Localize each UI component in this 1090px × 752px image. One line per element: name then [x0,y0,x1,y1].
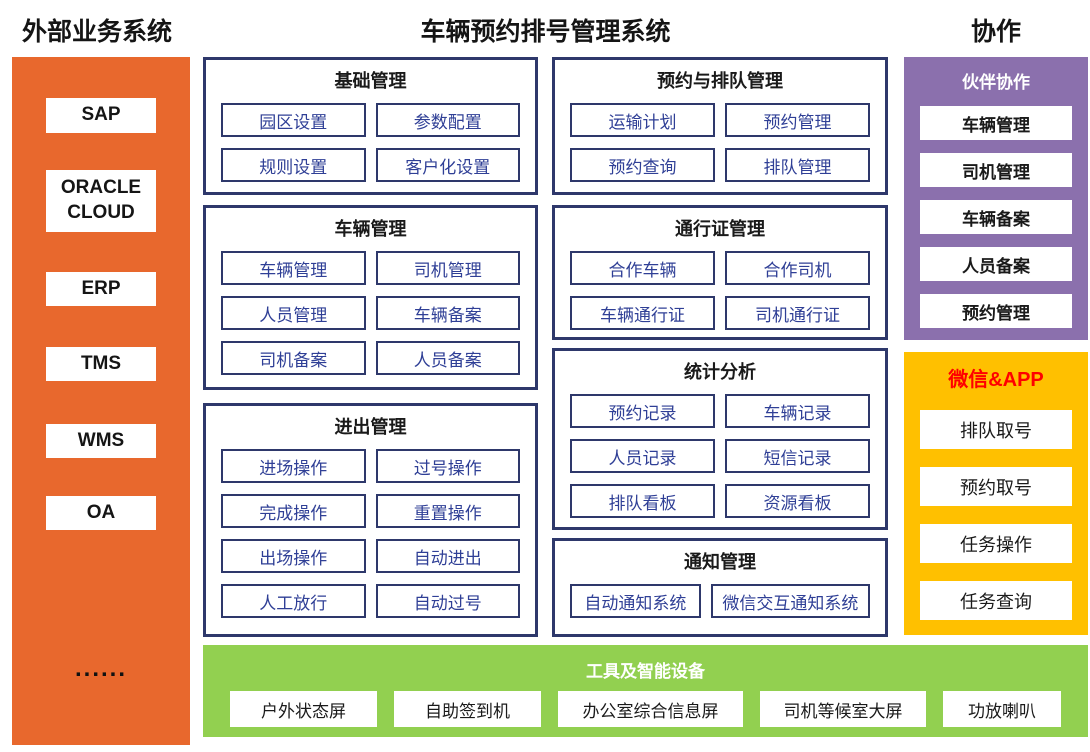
module-box: 人员备案 [375,341,520,375]
panel-title: 车辆管理 [334,219,407,239]
device-box: 办公室综合信息屏 [558,691,743,727]
module-box: 资源看板 [725,484,870,518]
module-box: 车辆管理 [221,251,366,285]
external-system-tms: TMS [46,347,156,381]
device-box: 司机等候室大屏 [760,691,926,727]
panel-title: 工具及智能设备 [586,662,705,681]
module-box: 司机通行证 [725,296,870,330]
panel-title: 伙伴协作 [962,73,1030,92]
module-box: 参数配置 [375,103,520,137]
module-box: 预约查询 [570,148,715,182]
module-box: 司机备案 [221,341,366,375]
external-system-oracle-cloud: ORACLE CLOUD [46,170,156,232]
partner-box: 司机管理 [920,153,1072,187]
module-box: 预约管理 [725,103,870,137]
panel-title: 通行证管理 [675,219,765,239]
panel-inout-management: 进出管理 进场操作 过号操作 完成操作 重置操作 出场操作 自动进出 人工放行 … [203,403,538,637]
module-box: 车辆记录 [725,394,870,428]
panel-wechat-app: 微信&APP 排队取号 预约取号 任务操作 任务查询 [904,352,1088,635]
module-box: 自动通知系统 [570,584,701,618]
device-box: 功放喇叭 [943,691,1061,727]
panel-title: 基础管理 [334,71,407,91]
partner-box: 预约管理 [920,294,1072,328]
panel-title: 预约与排队管理 [657,71,783,91]
panel-tools-smart-devices: 工具及智能设备 户外状态屏 自助签到机 办公室综合信息屏 司机等候室大屏 功放喇… [203,645,1088,737]
panel-partner-collaboration: 伙伴协作 车辆管理 司机管理 车辆备案 人员备案 预约管理 [904,57,1088,340]
module-box: 短信记录 [725,439,870,473]
module-box: 出场操作 [221,539,366,573]
module-box: 人员记录 [570,439,715,473]
module-box: 完成操作 [221,494,366,528]
page-title: 车辆预约排号管理系统 [420,18,671,46]
external-system-erp: ERP [46,272,156,306]
module-box: 自动进出 [375,539,520,573]
module-box: 合作司机 [725,251,870,285]
panel-basic-management: 基础管理 园区设置 参数配置 规则设置 客户化设置 [203,57,538,195]
partner-box: 车辆管理 [920,106,1072,140]
module-box: 进场操作 [221,449,366,483]
module-box: 自动过号 [375,584,520,618]
module-box: 运输计划 [570,103,715,137]
module-box: 排队看板 [570,484,715,518]
module-box: 客户化设置 [375,148,520,182]
panel-title: 进出管理 [334,417,407,437]
panel-title: 微信&APP [948,369,1044,391]
module-box: 园区设置 [221,103,366,137]
module-box: 人员管理 [221,296,366,330]
header-collaboration: 协作 [970,18,1021,46]
module-box: 过号操作 [375,449,520,483]
device-box: 自助签到机 [394,691,541,727]
external-system-wms: WMS [46,424,156,458]
wechat-box: 预约取号 [920,467,1072,506]
partner-box: 车辆备案 [920,200,1072,234]
module-box: 车辆备案 [375,296,520,330]
device-box: 户外状态屏 [230,691,377,727]
module-box: 人工放行 [221,584,366,618]
panel-vehicle-management: 车辆管理 车辆管理 司机管理 人员管理 车辆备案 司机备案 人员备案 [203,205,538,390]
external-system-sap: SAP [46,98,156,133]
panel-notification-management: 通知管理 自动通知系统 微信交互通知系统 [552,538,888,637]
header-external-systems: 外部业务系统 [22,18,173,46]
module-box: 车辆通行证 [570,296,715,330]
module-box: 排队管理 [725,148,870,182]
panel-title: 统计分析 [684,362,756,382]
module-box: 重置操作 [375,494,520,528]
module-box: 预约记录 [570,394,715,428]
module-box: 规则设置 [221,148,366,182]
wechat-box: 任务操作 [920,524,1072,563]
panel-reservation-queue-management: 预约与排队管理 运输计划 预约管理 预约查询 排队管理 [552,57,888,195]
module-box: 司机管理 [375,251,520,285]
wechat-box: 任务查询 [920,581,1072,620]
module-box: 合作车辆 [570,251,715,285]
panel-pass-management: 通行证管理 合作车辆 合作司机 车辆通行证 司机通行证 [552,205,888,340]
partner-box: 人员备案 [920,247,1072,281]
panel-title: 通知管理 [684,552,756,572]
external-systems-ellipsis: ...... [74,655,127,682]
panel-statistics-analysis: 统计分析 预约记录 车辆记录 人员记录 短信记录 排队看板 资源看板 [552,348,888,530]
module-box: 微信交互通知系统 [710,584,870,618]
external-systems-column: SAP ORACLE CLOUD ERP TMS WMS OA ...... [12,57,190,745]
wechat-box: 排队取号 [920,410,1072,449]
external-system-oa: OA [46,496,156,530]
